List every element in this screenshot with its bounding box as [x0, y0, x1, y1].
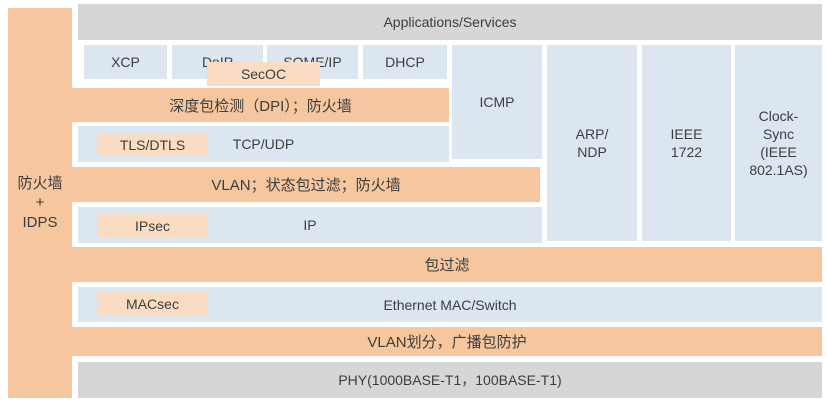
tls-dtls-inset: TLS/DTLS	[97, 133, 208, 156]
ieee-1722-box: IEEE 1722	[642, 45, 731, 241]
ipsec-inset: IPsec	[97, 214, 208, 237]
firewall-idps-sidebar: 防火墙 + IDPS	[8, 8, 72, 398]
xcp-box: XCP	[84, 45, 167, 79]
dpi-firewall-bar: 深度包检测（DPI）；防火墙	[72, 88, 449, 122]
phy-layer-box: PHY(1000BASE-T1，100BASE-T1)	[78, 362, 822, 398]
vlan-stateful-filter-firewall-bar: VLAN；状态包过滤；防火墙	[72, 167, 540, 202]
packet-filter-bar: 包过滤	[72, 247, 822, 282]
clock-sync-box: Clock- Sync (IEEE 802.1AS)	[735, 45, 822, 241]
icmp-box: ICMP	[452, 45, 542, 159]
arp-ndp-box: ARP/ NDP	[547, 45, 637, 241]
dhcp-box: DHCP	[363, 45, 447, 79]
secoc-overlay-box: SecOC	[207, 62, 320, 86]
vlan-partition-broadcast-bar: VLAN划分，广播包防护	[72, 327, 822, 356]
macsec-inset: MACsec	[97, 292, 208, 315]
applications-services-layer: Applications/Services	[78, 4, 822, 40]
